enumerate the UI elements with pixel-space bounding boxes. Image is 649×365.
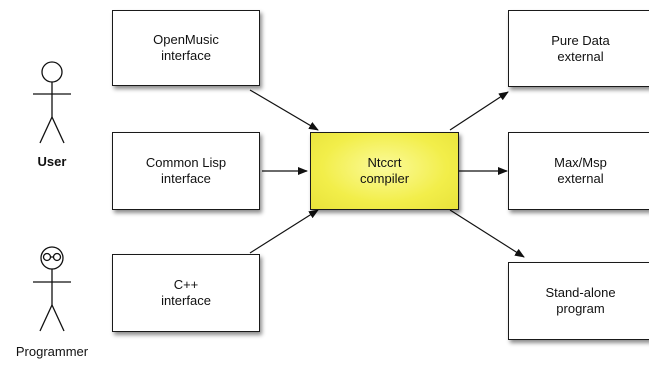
ntccrt-compiler-box: Ntccrt compiler [310,132,459,210]
edge-cpp-to-ntccrt [249,209,319,254]
user-label: User [37,154,67,169]
user-actor-figure [33,61,71,144]
cpp-interface-label: C++ interface [161,277,211,308]
maxmsp-external-label: Max/Msp external [554,155,607,186]
puredata-external-label: Pure Data external [551,32,610,64]
edge-openmusic-to-ntccrt [249,89,319,131]
commonlisp-interface-box: Common Lisp interface [112,132,260,210]
programmer-actor-figure [33,246,71,332]
edge-ntccrt-to-puredata [449,91,509,131]
cpp-interface-box: C++ interface [112,254,260,332]
ntccrt-compiler-label: Ntccrt compiler [359,155,410,186]
standalone-program-box: Stand-alone program [508,262,649,340]
commonlisp-interface-label: Common Lisp interface [145,155,227,186]
openmusic-interface-label: OpenMusic interface [153,32,219,63]
openmusic-interface-box: OpenMusic interface [112,10,260,86]
puredata-external-box: Pure Data external [508,10,649,87]
standalone-program-label: Stand-alone program [545,285,616,316]
maxmsp-external-box: Max/Msp external [508,132,649,210]
programmer-label: Programmer [15,344,89,359]
edge-ntccrt-to-standalone [449,209,525,258]
